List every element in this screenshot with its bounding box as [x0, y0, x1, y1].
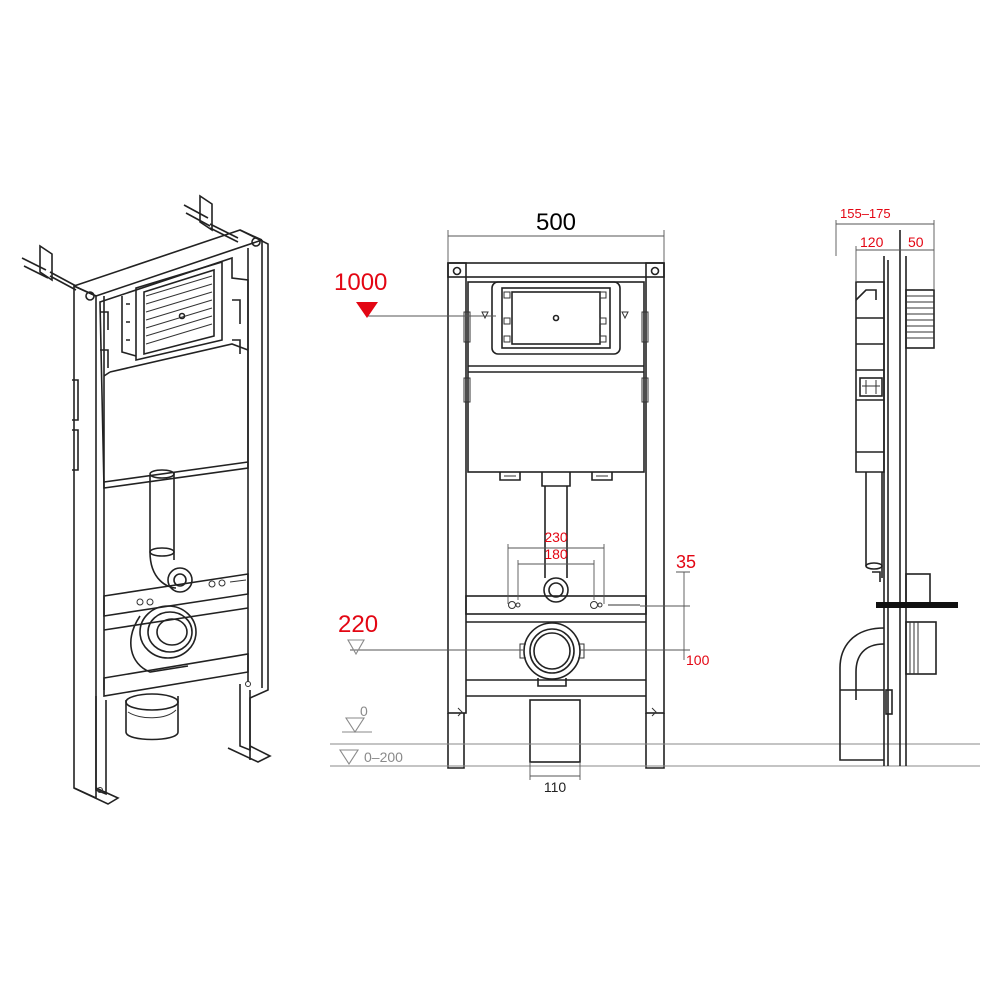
dim-width-label: 500: [536, 209, 576, 236]
dim-depth-range-label: 155–175: [840, 206, 891, 221]
dim-depth-flush-label: 50: [908, 234, 924, 250]
floor-range-label: 0–200: [364, 749, 403, 765]
dim-pipe-width-label: 110: [544, 779, 567, 795]
dim-bolt-outer-label: 230: [544, 529, 568, 545]
wall-anchor-left: [21, 244, 77, 291]
dim-outlet-offset-label: 100: [686, 652, 710, 668]
dim-depth-frame-label: 120: [860, 234, 884, 250]
side-view: 155–175 120 50: [835, 206, 958, 766]
isometric-view: [21, 194, 272, 805]
dim-bolt-inner-label: 180: [544, 546, 568, 562]
floor-zero-label: 0: [360, 703, 368, 719]
dim-bolt-offset-label: 35: [676, 552, 696, 572]
level-marker-icon: [356, 302, 378, 318]
wall-anchor-right: [183, 194, 239, 243]
front-view: 500 1000 230 180 35 100 220 0 0–200 110: [330, 209, 980, 795]
mounting-bar: [876, 602, 958, 608]
dim-height-label: 1000: [334, 269, 387, 296]
dim-outlet-height-label: 220: [338, 611, 378, 638]
